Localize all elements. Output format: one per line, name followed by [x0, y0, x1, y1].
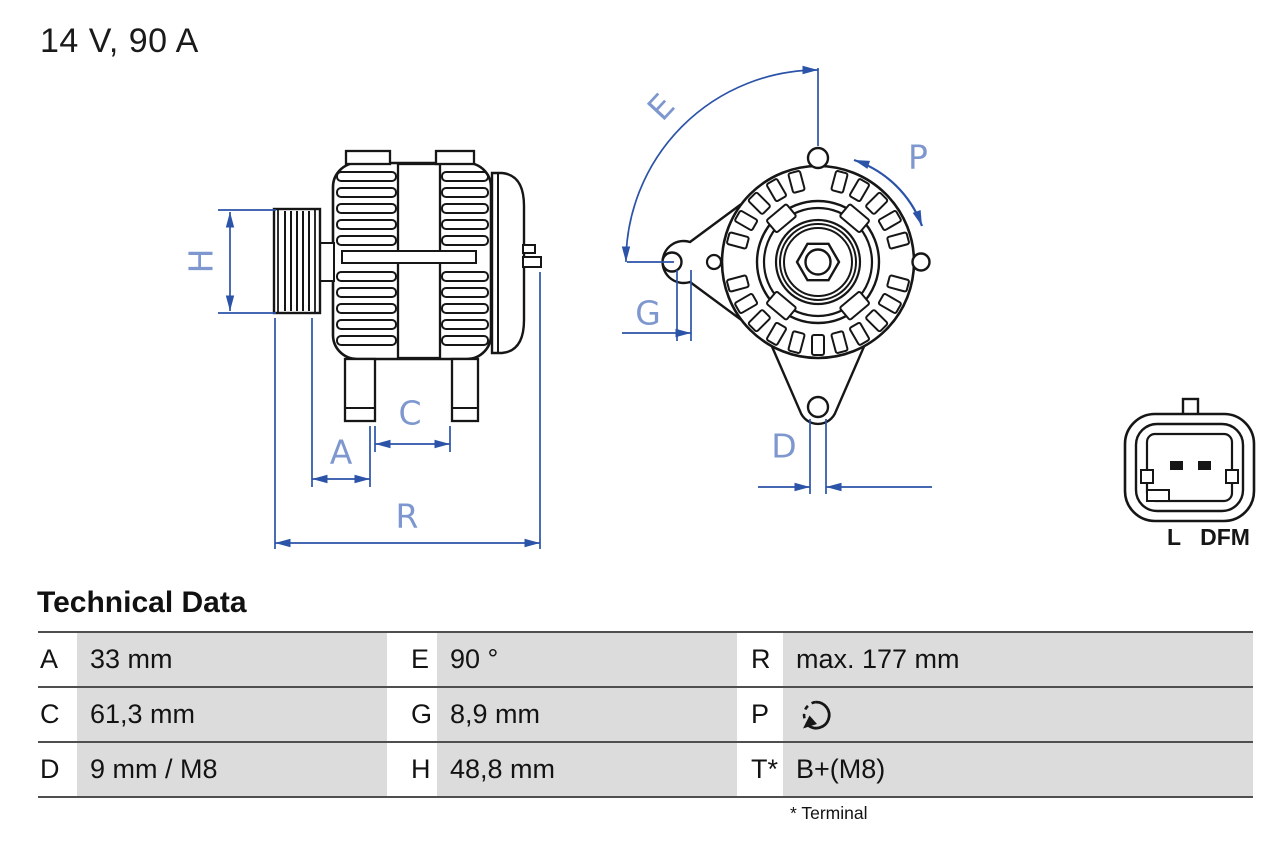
dim-label-r: R	[396, 497, 419, 536]
table-value-p	[783, 688, 1253, 743]
front-view	[661, 146, 931, 426]
side-view-dimensions	[218, 209, 541, 549]
dim-label-h: H	[182, 249, 221, 274]
dim-label-g: G	[635, 294, 661, 333]
table-value-d: 9 mm / M8	[77, 743, 387, 798]
rotation-direction-icon	[802, 700, 831, 729]
dim-label-c: C	[398, 394, 421, 433]
table-label-c: C	[38, 688, 77, 743]
table-label-p: P	[737, 688, 783, 743]
side-view-dimension-letters: H A C R	[182, 249, 422, 536]
table-value-t: B+(M8)	[783, 743, 1253, 798]
table-label-r: R	[737, 633, 783, 688]
dim-label-d: D	[771, 427, 796, 466]
connector-pin-dfm	[1198, 461, 1211, 470]
table-label-e: E	[387, 633, 437, 688]
table-value-e: 90 °	[437, 633, 737, 688]
dim-label-a: A	[330, 433, 353, 472]
terminal-footnote: * Terminal	[790, 803, 868, 823]
connector-label-l: L	[1167, 524, 1181, 550]
dim-label-p: P	[908, 138, 928, 177]
table-value-c: 61,3 mm	[77, 688, 387, 743]
table-value-a: 33 mm	[77, 633, 387, 688]
page-title: 14 V, 90 A	[40, 22, 199, 60]
dim-label-e: E	[640, 86, 683, 128]
alternator-technical-drawing: H A C R	[182, 65, 1256, 550]
technical-data-table: A 33 mm E 90 ° R max. 177 mm C 61,3 mm G…	[38, 631, 1253, 798]
table-value-g: 8,9 mm	[437, 688, 737, 743]
table-value-h: 48,8 mm	[437, 743, 737, 798]
table-label-h: H	[387, 743, 437, 798]
table-label-t: T*	[737, 743, 783, 798]
table-label-d: D	[38, 743, 77, 798]
table-label-g: G	[387, 688, 437, 743]
section-heading: Technical Data	[37, 586, 247, 619]
connector-pin-l	[1170, 461, 1183, 470]
side-view	[272, 149, 542, 423]
table-value-r: max. 177 mm	[783, 633, 1253, 688]
connector-pinout	[1123, 397, 1256, 523]
front-view-dimension-letters: E G D P	[635, 86, 928, 465]
connector-labels: L DFM	[1167, 524, 1250, 550]
table-label-a: A	[38, 633, 77, 688]
front-view-dimensions	[621, 65, 932, 494]
connector-label-dfm: DFM	[1200, 524, 1250, 550]
